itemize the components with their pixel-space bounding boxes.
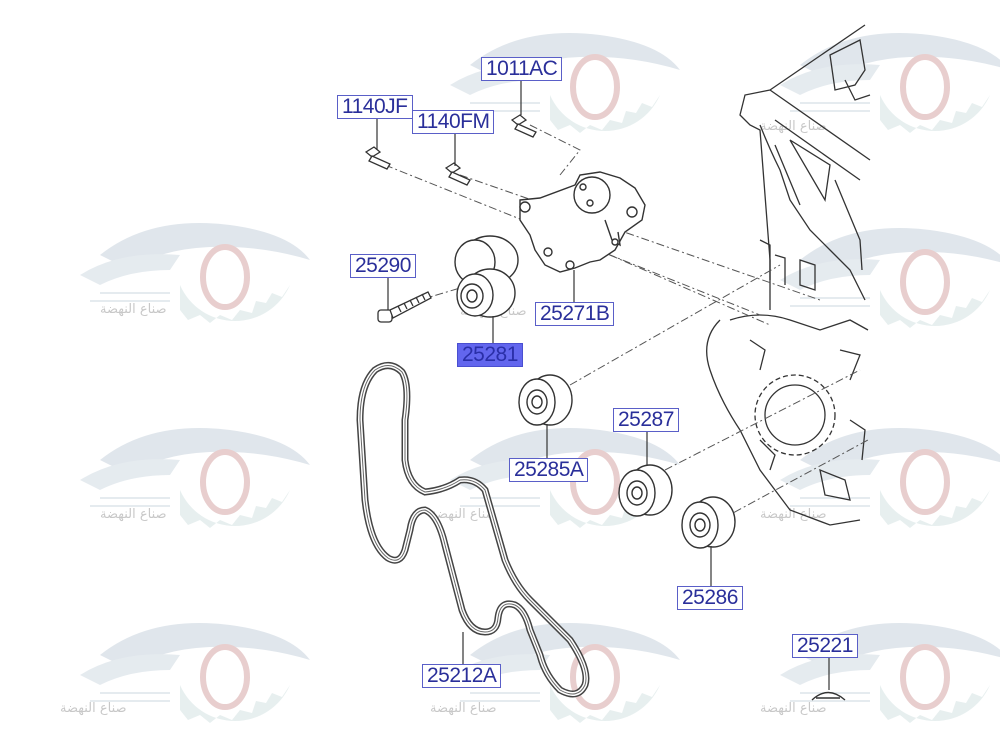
engine-block [706,24,871,526]
watermark-label: صناع النهضة [760,507,827,522]
callout-25285A[interactable]: 25285A [509,458,589,482]
watermark-label: صناع النهضة [100,507,167,522]
callout-25271B[interactable]: 25271B [535,302,615,326]
pulley-25221 [811,691,846,701]
callout-25286[interactable]: 25286 [677,586,743,610]
bolt-1140FM [444,162,471,186]
bolt-1140JF [364,146,391,170]
watermark-label: صناع النهضة [100,302,167,317]
callout-25290[interactable]: 25290 [350,254,416,278]
callout-25212A[interactable]: 25212A [422,664,502,688]
callout-1140FM[interactable]: 1140FM [412,110,495,134]
watermark-label: صناع النهضة [760,701,827,716]
idler-pulley-25285A [518,374,573,426]
watermark-label: صناع النهضة [430,701,497,716]
callout-1011AC[interactable]: 1011AC [481,57,563,81]
watermark-label: صناع النهضة [760,119,827,134]
serpentine-belt [356,362,590,698]
leader-lines [376,80,830,690]
callout-25287[interactable]: 25287 [613,408,679,432]
callout-25281[interactable]: 25281 [457,343,523,367]
idler-pulley-25286 [681,496,736,549]
idler-pulley-25287 [618,464,673,517]
watermark-label: صناع النهضة [430,507,497,522]
watermark-label: صناع النهضة [60,701,127,716]
tensioner-pulley [454,235,519,318]
callout-1140JF[interactable]: 1140JF [337,95,413,119]
bolt-1011AC [510,114,537,138]
tensioner-bracket [519,171,646,273]
callout-25221[interactable]: 25221 [792,634,858,658]
bolt-25290 [377,291,432,323]
